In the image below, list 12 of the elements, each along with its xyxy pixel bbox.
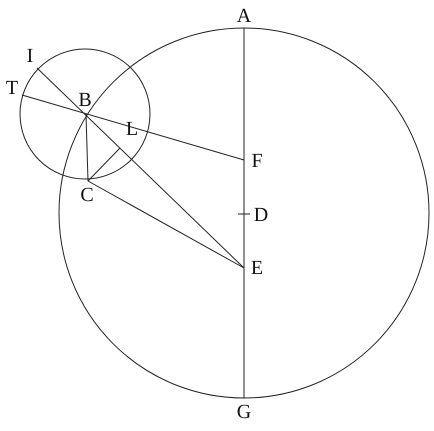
point-label: C (80, 185, 94, 205)
point-label: D (254, 205, 268, 225)
point-label: B (78, 90, 92, 110)
point-label: I (26, 46, 34, 66)
line-segment (88, 148, 120, 182)
line-segment (88, 180, 244, 268)
point-label: E (250, 258, 264, 278)
point-label: F (251, 151, 263, 171)
line-segment (86, 114, 88, 182)
point-label: G (236, 402, 252, 422)
point-label: A (236, 6, 252, 26)
point-label: T (6, 78, 18, 98)
